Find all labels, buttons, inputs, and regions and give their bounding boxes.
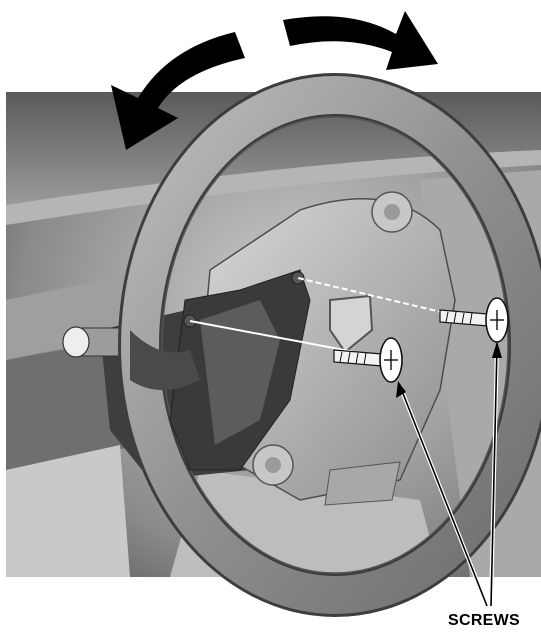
- clockwise-arrow-icon: [283, 11, 438, 70]
- screws-label: SCREWS: [448, 612, 520, 630]
